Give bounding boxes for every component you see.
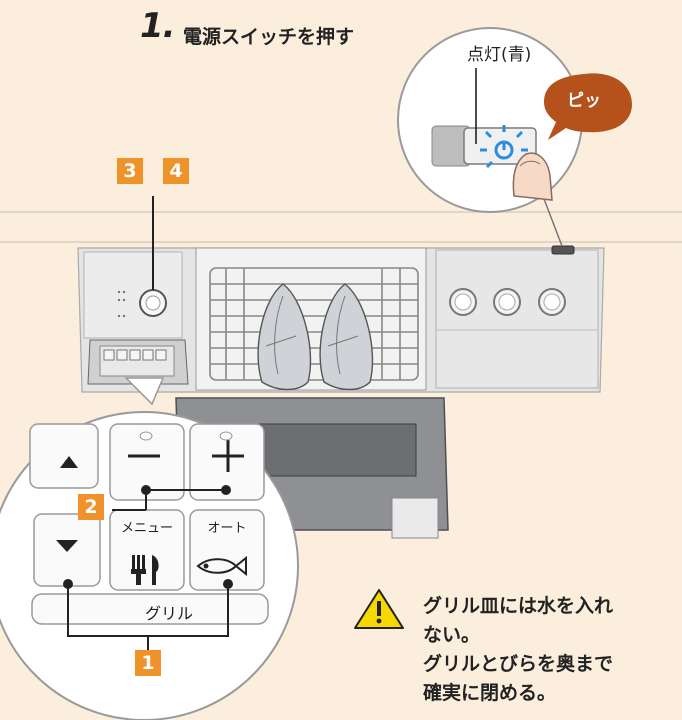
- grill-label-plate: [31, 593, 269, 625]
- warning-line-1: グリル皿には水を入れ: [423, 595, 614, 617]
- minus-dot: [139, 431, 153, 441]
- grill-interior: [195, 247, 427, 391]
- panel-callout: [0, 377, 299, 720]
- warning-line-4: 確実に閉める。: [423, 682, 557, 704]
- up-arrow-icon: [60, 456, 78, 468]
- door-handle: [391, 497, 439, 539]
- knob-1-icon: [449, 288, 477, 316]
- badge-4: 4: [163, 158, 189, 184]
- step-title: 電源スイッチを押す: [183, 26, 355, 48]
- grill-label: グリル: [144, 604, 193, 623]
- badge-3: 3: [117, 158, 143, 184]
- switch-callout: [397, 27, 632, 247]
- panel-pointer-lines: [63, 485, 233, 652]
- up-button: [29, 423, 99, 489]
- fish-left-icon: [257, 283, 312, 391]
- beep-bubble-text: ピッ: [567, 91, 601, 111]
- auto-button-label: オート: [207, 521, 247, 536]
- menu-button-label: メニュー: [120, 521, 173, 536]
- speech-bubble: [544, 73, 632, 140]
- fork-knife-icon: [131, 555, 159, 585]
- badge-2: 2: [78, 494, 104, 520]
- warning-icon: [354, 589, 404, 629]
- warning-line-2: ない。: [423, 624, 481, 646]
- step-number: 1.: [140, 6, 176, 46]
- down-arrow-icon: [56, 540, 78, 552]
- warning-text: グリル皿には水を入れ ない。 グリルとびらを奥まで 確実に閉める。: [423, 592, 673, 708]
- stove-power-switch: [551, 245, 575, 255]
- warning-line-3: グリルとびらを奥まで: [423, 653, 614, 675]
- badge-1: 1: [135, 650, 161, 676]
- fish-right-icon: [319, 283, 374, 391]
- knob-2-icon: [493, 288, 521, 316]
- knob-3-icon: [538, 288, 566, 316]
- plus-icon: [212, 440, 244, 472]
- plus-dot: [219, 431, 233, 441]
- fish-icon: [196, 555, 247, 577]
- power-led-icon: [480, 125, 528, 169]
- led-label: 点灯(青): [467, 45, 532, 65]
- control-knob-icon: [139, 289, 167, 317]
- finger-icon: [512, 152, 553, 201]
